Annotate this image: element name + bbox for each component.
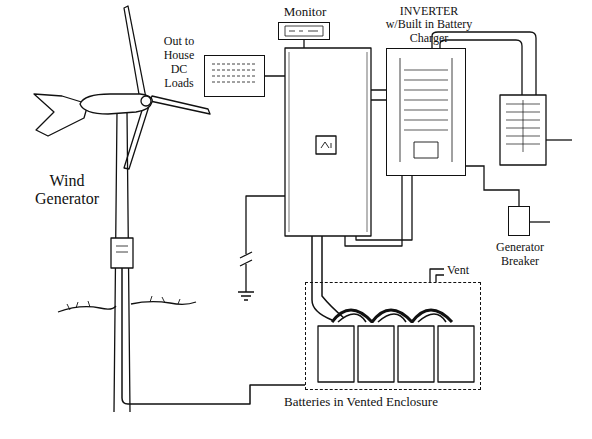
ground-symbol [238, 292, 254, 300]
battery-enclosure: Batteries in Vented Enclosure [305, 282, 481, 390]
turbine-tail [34, 94, 88, 136]
breaker-wire [530, 221, 550, 222]
turbine-blade [124, 6, 146, 100]
monitor-box: Monitor [278, 22, 330, 40]
monitor-cable [303, 40, 304, 48]
part-label: Vent [447, 264, 487, 278]
node-label: Out to House DC Loads [156, 35, 202, 90]
generator-breaker: Generator Breaker [508, 206, 530, 236]
control-switch [316, 136, 336, 154]
generator-wire [122, 268, 305, 404]
turbine-hub [141, 96, 151, 106]
dc-load-panel: Out to House DC Loads [204, 55, 265, 97]
ac-load-panel [500, 95, 546, 165]
battery-bank [318, 310, 474, 382]
turbine-blade [150, 96, 210, 114]
tower-junction-box [111, 238, 133, 268]
inverter-wire [345, 176, 412, 246]
battery-cable [322, 236, 344, 318]
node-label: Generator Breaker [487, 241, 553, 269]
wire-connector [466, 166, 519, 206]
ac-out-wire [546, 139, 572, 140]
vent-pipe [430, 269, 444, 282]
ground-line [58, 302, 196, 312]
node-label: Batteries in Vented Enclosure [246, 395, 476, 410]
node-label: Monitor [265, 5, 345, 20]
node-label: INVERTER w/Built in Battery Charger [383, 5, 475, 46]
dc-load-wire [265, 75, 285, 77]
ground-wire [240, 196, 285, 292]
inverter-box: INVERTER w/Built in Battery Charger [386, 48, 466, 176]
turbine-nacelle [80, 94, 152, 114]
control-center [285, 48, 371, 236]
inverter-dc-wire [371, 90, 386, 100]
part-label: Wind Generator [24, 172, 110, 209]
